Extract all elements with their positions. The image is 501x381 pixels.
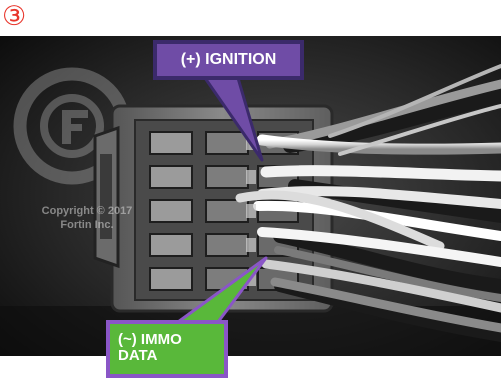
immo-callout-line-2: DATA: [118, 347, 158, 364]
immo-data-callout: (~) IMMO DATA: [106, 320, 228, 378]
watermark-copyright: Copyright © 2017: [41, 205, 133, 217]
ignition-callout: (+) IGNITION: [153, 40, 304, 80]
wires: [235, 64, 501, 342]
immo-callout-line-1: (~) IMMO: [118, 331, 182, 348]
connector-photo: [0, 36, 501, 356]
watermark-company: Fortin Inc.: [60, 219, 114, 231]
step-number: ③: [2, 1, 27, 32]
